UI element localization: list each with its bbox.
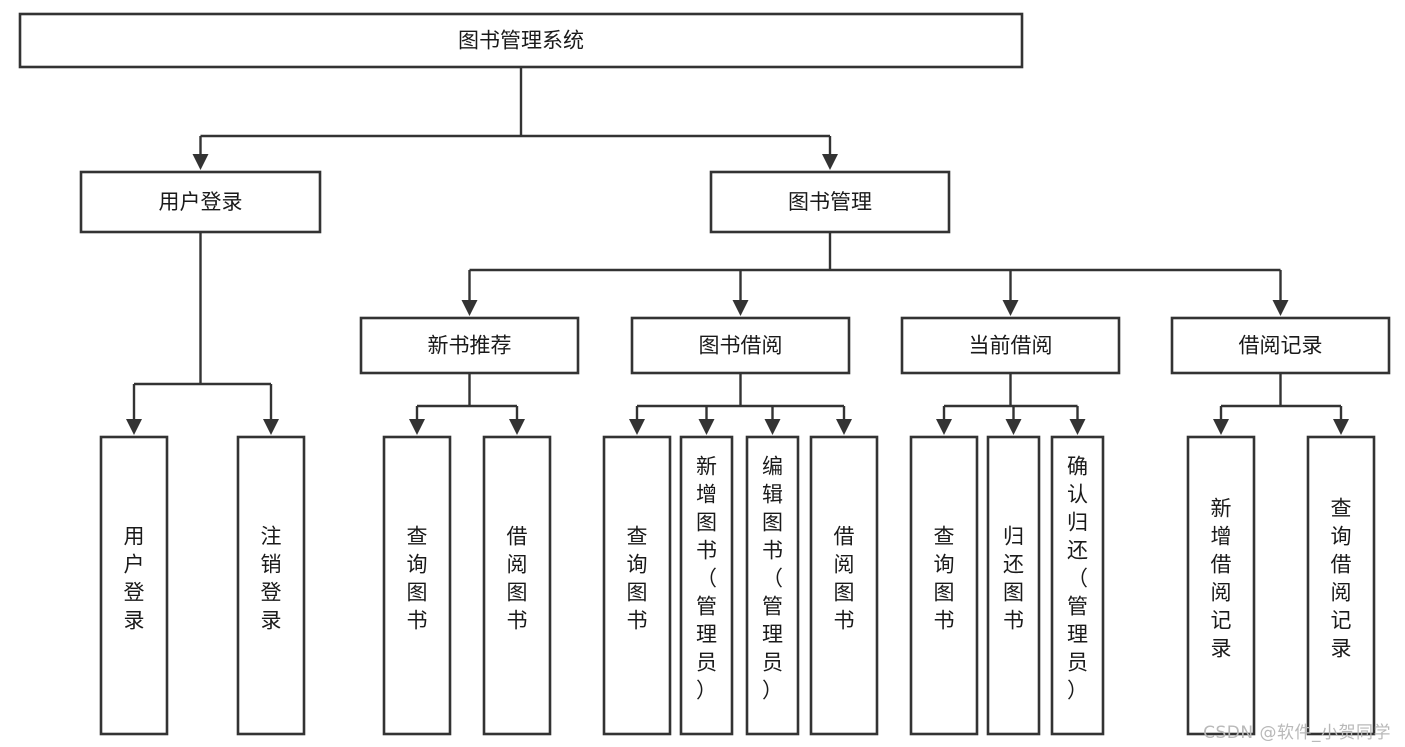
arrow-connector	[192, 136, 209, 170]
node-label-leaf-edit-book-admin: 编辑图书（管理员）	[762, 455, 783, 703]
arrow-connector	[732, 270, 749, 316]
node-leaf-add-book-admin[interactable]: 新增图书（管理员）	[679, 435, 734, 736]
node-box-leaf-query-book-recommend[interactable]	[382, 435, 452, 736]
arrow-connector	[1069, 406, 1086, 435]
connector-group-borrow-to-leaves	[629, 373, 852, 435]
node-label-borrow-records: 借阅记录	[1239, 334, 1323, 358]
node-leaf-return-book[interactable]: 归还图书	[986, 435, 1041, 736]
arrow-connector	[822, 136, 838, 170]
arrow-connector	[764, 406, 781, 435]
node-label-book-borrow: 图书借阅	[699, 334, 783, 358]
node-box-leaf-add-borrow-record[interactable]	[1186, 435, 1256, 736]
arrow-connector	[698, 406, 715, 435]
node-leaf-query-borrow-record[interactable]: 查询借阅记录	[1306, 435, 1376, 736]
node-leaf-logout-login[interactable]: 注销登录	[236, 435, 306, 736]
node-label-leaf-add-borrow-record: 新增借阅记录	[1211, 497, 1232, 661]
node-leaf-add-borrow-record[interactable]: 新增借阅记录	[1186, 435, 1256, 736]
node-label-leaf-borrow-book-recommend: 借阅图书	[507, 525, 528, 633]
node-label-current-borrow: 当前借阅	[969, 334, 1053, 358]
arrow-connector	[1213, 406, 1229, 435]
node-leaf-borrow-book[interactable]: 借阅图书	[809, 435, 879, 736]
node-leaf-confirm-return-admin[interactable]: 确认归还（管理员）	[1050, 435, 1105, 736]
node-label-leaf-return-book: 归还图书	[1003, 525, 1024, 633]
arrow-connector	[1002, 270, 1019, 316]
node-box-leaf-return-book[interactable]	[986, 435, 1041, 736]
node-layer: 图书管理系统用户登录图书管理新书推荐图书借阅当前借阅借阅记录用户登录注销登录查询…	[18, 12, 1391, 736]
node-label-new-book-recommend: 新书推荐	[428, 334, 512, 358]
connector-group-records-to-leaves	[1213, 373, 1349, 435]
node-box-leaf-user-login[interactable]	[99, 435, 169, 736]
node-label-user-login: 用户登录	[159, 190, 243, 214]
node-book-management[interactable]: 图书管理	[709, 170, 951, 234]
node-box-leaf-confirm-return-admin[interactable]	[1050, 435, 1105, 736]
watermark-text: CSDN @软件_小贺同学	[1203, 723, 1391, 743]
node-leaf-borrow-book-recommend[interactable]: 借阅图书	[482, 435, 552, 736]
node-borrow-records[interactable]: 借阅记录	[1170, 316, 1391, 375]
node-box-borrow-records[interactable]	[1170, 316, 1391, 375]
node-box-leaf-edit-book-admin[interactable]	[745, 435, 800, 736]
node-box-leaf-query-book-borrow[interactable]	[602, 435, 672, 736]
connector-group-userlogin-to-leaves	[126, 232, 279, 435]
arrow-connector	[836, 406, 852, 435]
node-book-borrow[interactable]: 图书借阅	[630, 316, 851, 375]
arrow-connector	[126, 384, 142, 435]
node-label-leaf-query-book-recommend: 查询图书	[407, 525, 428, 633]
node-leaf-query-book-borrow[interactable]: 查询图书	[602, 435, 672, 736]
node-label-book-management: 图书管理	[788, 190, 872, 214]
node-box-user-login[interactable]	[79, 170, 322, 234]
node-current-borrow[interactable]: 当前借阅	[900, 316, 1121, 375]
node-box-book-management[interactable]	[709, 170, 951, 234]
node-box-root[interactable]	[18, 12, 1024, 69]
node-box-current-borrow[interactable]	[900, 316, 1121, 375]
arrow-connector	[263, 384, 279, 435]
node-leaf-user-login[interactable]: 用户登录	[99, 435, 169, 736]
node-new-book-recommend[interactable]: 新书推荐	[359, 316, 580, 375]
arrow-connector	[1005, 406, 1022, 435]
connector-group-recommend-to-leaves	[409, 373, 525, 435]
arrow-connector	[1333, 406, 1349, 435]
node-box-leaf-query-book-current[interactable]	[909, 435, 979, 736]
node-label-root: 图书管理系统	[458, 29, 584, 53]
node-box-leaf-logout-login[interactable]	[236, 435, 306, 736]
connector-layer	[126, 67, 1349, 435]
node-label-leaf-query-book-borrow: 查询图书	[627, 525, 648, 633]
arrow-connector	[409, 406, 425, 435]
node-box-new-book-recommend[interactable]	[359, 316, 580, 375]
node-user-login[interactable]: 用户登录	[79, 170, 322, 234]
arrow-connector	[629, 406, 645, 435]
node-box-book-borrow[interactable]	[630, 316, 851, 375]
node-leaf-query-book-current[interactable]: 查询图书	[909, 435, 979, 736]
node-leaf-query-book-recommend[interactable]: 查询图书	[382, 435, 452, 736]
node-label-leaf-query-borrow-record: 查询借阅记录	[1331, 497, 1352, 661]
connector-group-current-to-leaves	[936, 373, 1086, 435]
node-box-leaf-add-book-admin[interactable]	[679, 435, 734, 736]
connector-group-root-to-level2	[192, 67, 838, 170]
connector-group-bookmgmt-to-level3	[461, 232, 1289, 316]
node-label-leaf-borrow-book: 借阅图书	[834, 525, 855, 633]
arrow-connector	[509, 406, 525, 435]
arrow-connector	[936, 406, 952, 435]
node-leaf-edit-book-admin[interactable]: 编辑图书（管理员）	[745, 435, 800, 736]
node-box-leaf-query-borrow-record[interactable]	[1306, 435, 1376, 736]
node-box-leaf-borrow-book-recommend[interactable]	[482, 435, 552, 736]
node-label-leaf-confirm-return-admin: 确认归还（管理员）	[1067, 455, 1088, 703]
node-label-leaf-user-login: 用户登录	[124, 525, 145, 633]
node-box-leaf-borrow-book[interactable]	[809, 435, 879, 736]
node-label-leaf-logout-login: 注销登录	[261, 525, 282, 633]
node-root[interactable]: 图书管理系统	[18, 12, 1024, 69]
arrow-connector	[1272, 270, 1289, 316]
node-label-leaf-query-book-current: 查询图书	[934, 525, 955, 633]
node-label-leaf-add-book-admin: 新增图书（管理员）	[696, 455, 717, 703]
arrow-connector	[461, 270, 478, 316]
